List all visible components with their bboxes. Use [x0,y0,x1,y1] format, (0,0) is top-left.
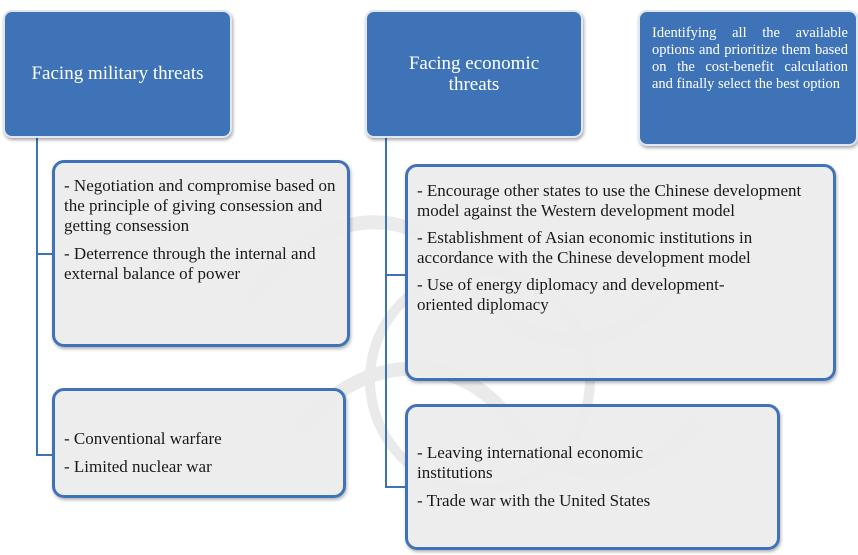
military-connector-vertical [36,138,38,456]
economic-card-1-item-2: - Establishment of Asian economic instit… [417,228,753,267]
military-threats-title: Facing military threats [31,63,204,84]
military-card-2-item-1: - Conventional warfare [64,429,222,448]
options-header: Identifying all the available options an… [638,10,858,146]
economic-connector-to-card-1 [385,274,407,276]
economic-card-2: - Leaving international economic institu… [405,404,780,550]
economic-card-2-item-1: - Leaving international economic institu… [417,443,644,482]
military-card-1-item-2: - Deterrence through the internal and ex… [64,244,316,283]
military-connector-to-card-1 [36,253,54,255]
economic-threats-header: Facing economic threats [365,10,583,138]
economic-card-1-item-1: - Encourage other states to use the Chin… [417,181,802,220]
economic-threats-title: Facing economic threats [408,53,540,95]
military-threats-header: Facing military threats [3,10,232,138]
economic-card-1-item-3: - Use of energy diplomacy and developmen… [417,275,725,314]
economic-connector-to-card-2 [385,486,407,488]
military-connector-to-card-2 [36,454,54,456]
options-text: Identifying all the available options an… [652,25,848,92]
economic-connector-vertical [385,138,387,488]
military-card-1: - Negotiation and compromise based on th… [52,160,350,347]
economic-card-2-item-2: - Trade war with the United States [417,491,651,510]
economic-card-1: - Encourage other states to use the Chin… [405,164,836,381]
military-card-1-item-1: - Negotiation and compromise based on th… [64,176,336,235]
military-card-2-item-2: - Limited nuclear war [64,457,212,476]
military-card-2: - Conventional warfare - Limited nuclear… [52,388,346,498]
